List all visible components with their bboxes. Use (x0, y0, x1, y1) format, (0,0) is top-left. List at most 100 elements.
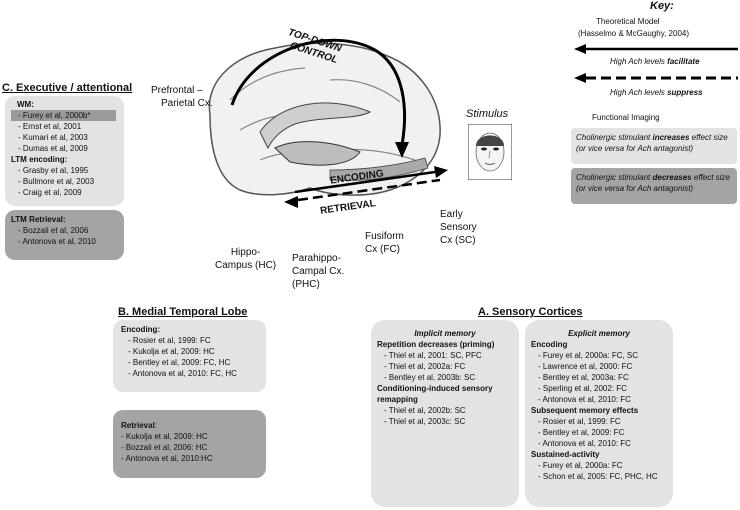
mtl-retrieval-title-text: Retrieval (121, 421, 155, 430)
stimulus-face-image (468, 124, 512, 180)
retrieval-arrow (297, 178, 441, 202)
key-solid-arrow (574, 44, 738, 54)
parahippo-line-3: (PHC) (292, 279, 320, 290)
conditioning-item: - Thiel et al, 2002b: SC (384, 406, 466, 415)
implicit-title: Implicit memory (414, 329, 476, 338)
ltm-retrieval-title: LTM Retrieval: (11, 215, 66, 224)
conditioning-item: - Thiel et al, 2003c: SC (384, 417, 466, 426)
key-increases-post: effect size (or vice versa for Ach antag… (576, 133, 728, 153)
fusiform-line-2: Cx (FC) (365, 244, 400, 255)
parahippo-line-1: Parahippo- (292, 253, 341, 264)
key-dashed-arrow (574, 73, 738, 83)
executive-header: C. Executive / attentional (2, 82, 133, 94)
explicit-encoding-title: Encoding (531, 340, 568, 349)
mtl-retrieval-colon: : (154, 421, 158, 430)
sensory-header: A. Sensory Cortices (478, 306, 583, 318)
key-model-title: Theoretical Model (596, 17, 660, 26)
key-decreases-word: decreases (652, 173, 692, 182)
repetition-title: Repetition decreases (priming) (377, 340, 495, 349)
prefrontal-line-2: Parietal Cx. (161, 98, 213, 109)
mtl-encoding-item: - Rosier et al, 1999: FC (128, 336, 211, 345)
key-model-ref: (Hasselmo & McGaughy, 2004) (578, 29, 690, 38)
key-suppress-prefix: High Ach levels (610, 88, 668, 97)
mtl-retrieval-title: Retrieval: (121, 420, 258, 431)
prefrontal-line-1: Prefrontal – (151, 85, 203, 96)
mtl-retrieval-item: - Antonova et al, 2010:HC (121, 454, 213, 463)
mtl-retrieval-item: - Bozzali et al, 2006: HC (121, 443, 208, 452)
stimulus-label: Stimulus (466, 108, 509, 120)
key-decreases-post: effect size (or vice versa for Ach antag… (576, 173, 730, 193)
repetition-item: - Thiel et al, 2002a: FC (384, 362, 466, 371)
conditioning-title-1: Conditioning-induced sensory (377, 384, 493, 393)
key-title: Key: (650, 0, 674, 12)
key-increases-pre: Cholinergic stimulant (576, 133, 653, 142)
early-line-3: Cx (SC) (440, 235, 476, 246)
mtl-encoding-box: Encoding: - Rosier et al, 1999: FC - Kuk… (113, 320, 266, 392)
parahippocampal-label: Parahippo- Campal Cx. (PHC) (292, 252, 344, 291)
mtl-encoding-title: Encoding: (121, 325, 161, 334)
mtl-encoding-item: - Kukolja et al, 2009: HC (128, 347, 215, 356)
mtl-header: B. Medial Temporal Lobe (118, 306, 248, 318)
mtl-encoding-item: - Bentley et al, 2009: FC, HC (128, 358, 231, 367)
explicit-encoding-item: - Sperling et al, 2002: FC (538, 384, 627, 393)
explicit-memory-box: Explicit memory Encoding - Furey et al, … (525, 320, 673, 507)
explicit-encoding-item: - Antonova et al, 2010: FC (538, 395, 631, 404)
wm-item: - Kumari et al, 2003 (18, 133, 88, 142)
ltm-encoding-item: - Grasby et al, 1995 (18, 166, 89, 175)
subsequent-memory-item: - Antonova et al, 2010: FC (538, 439, 631, 448)
sustained-activity-item: - Furey et al, 2000a: FC (538, 461, 623, 470)
mtl-retrieval-box: Retrieval: - Kukolja et al, 2009: HC - B… (113, 410, 266, 478)
sustained-activity-item: - Schon et al, 2005: FC, PHC, HC (538, 472, 658, 481)
key-suppress: High Ach levels suppress (610, 88, 703, 98)
parahippo-line-2: Campal Cx. (292, 266, 345, 277)
corpus-callosum (259, 102, 372, 150)
subsequent-memory-title: Subsequent memory effects (531, 406, 639, 415)
top-down-arrow (230, 38, 407, 146)
executive-ltm-retrieval-box: LTM Retrieval: - Bozzali et al, 2006 - A… (5, 210, 124, 260)
key-increases-word: increases (652, 133, 690, 142)
wm-title: WM: (17, 100, 34, 109)
executive-wm-box: WM: - Furey et al, 2000b* - Ernst et al,… (5, 96, 124, 206)
early-line-1: Early (440, 209, 463, 220)
ltm-encoding-title: LTM encoding: (11, 155, 68, 164)
ltm-retrieval-item: - Bozzali et al, 2006 (18, 226, 89, 235)
explicit-encoding-item: - Lawrence et al, 2000: FC (538, 362, 633, 371)
repetition-item: - Bentley et al, 2003b: SC (384, 373, 476, 382)
prefrontal-label: Prefrontal – Parietal Cx. (151, 84, 213, 110)
hippo-line-1: Hippo- (230, 247, 261, 258)
repetition-item: - Thiel et al, 2001: SC, PFC (384, 351, 482, 360)
fusiform-line-1: Fusiform (365, 231, 404, 242)
implicit-memory-box: Implicit memory Repetition decreases (pr… (371, 320, 519, 507)
hippocampus-label: Hippo- Campus (HC) (215, 246, 276, 272)
sustained-activity-title: Sustained-activity (531, 450, 600, 459)
explicit-title: Explicit memory (568, 329, 630, 338)
explicit-encoding-item: - Furey et al, 2000a: FC, SC (538, 351, 639, 360)
encoding-arrow (294, 170, 436, 194)
ltm-encoding-item: - Bullmore et al, 2003 (18, 177, 95, 186)
subsequent-memory-item: - Rosier et al, 1999: FC (538, 417, 621, 426)
ltm-encoding-item: - Craig et al, 2009 (18, 188, 82, 197)
key-decreases-box: Cholinergic stimulant decreases effect s… (571, 168, 737, 204)
key-facilitate-prefix: High Ach levels (610, 57, 668, 66)
mtl-retrieval-item: - Kukolja et al, 2009: HC (121, 432, 208, 441)
key-suppress-word: suppress (667, 88, 703, 97)
brain-illustration (208, 38, 448, 208)
fusiform-label: Fusiform Cx (FC) (365, 230, 404, 256)
hippocampus-region (274, 141, 361, 166)
ltm-retrieval-item: - Antonova et al, 2010 (18, 237, 96, 246)
mtl-encoding-item: - Antonova et al, 2010: FC, HC (128, 369, 237, 378)
conditioning-title-2: remapping (377, 395, 418, 404)
wm-highlight-item: - Furey et al, 2000b* (11, 110, 116, 121)
early-line-2: Sensory (440, 222, 477, 233)
subsequent-memory-item: - Bentley et al, 2009: FC (538, 428, 625, 437)
temporal-band (329, 157, 429, 181)
key-facilitate: High Ach levels facilitate (610, 57, 700, 67)
hippo-line-2: Campus (HC) (215, 260, 277, 271)
key-facilitate-word: facilitate (667, 57, 700, 66)
explicit-encoding-item: - Bentley et al, 2003a: FC (538, 373, 629, 382)
key-increases-box: Cholinergic stimulant increases effect s… (571, 128, 737, 164)
key-decreases-pre: Cholinergic stimulant (576, 173, 653, 182)
wm-item: - Ernst et al, 2001 (18, 122, 82, 131)
wm-item: - Dumas et al, 2009 (18, 144, 88, 153)
key-imaging-title: Functional Imaging (592, 113, 660, 122)
